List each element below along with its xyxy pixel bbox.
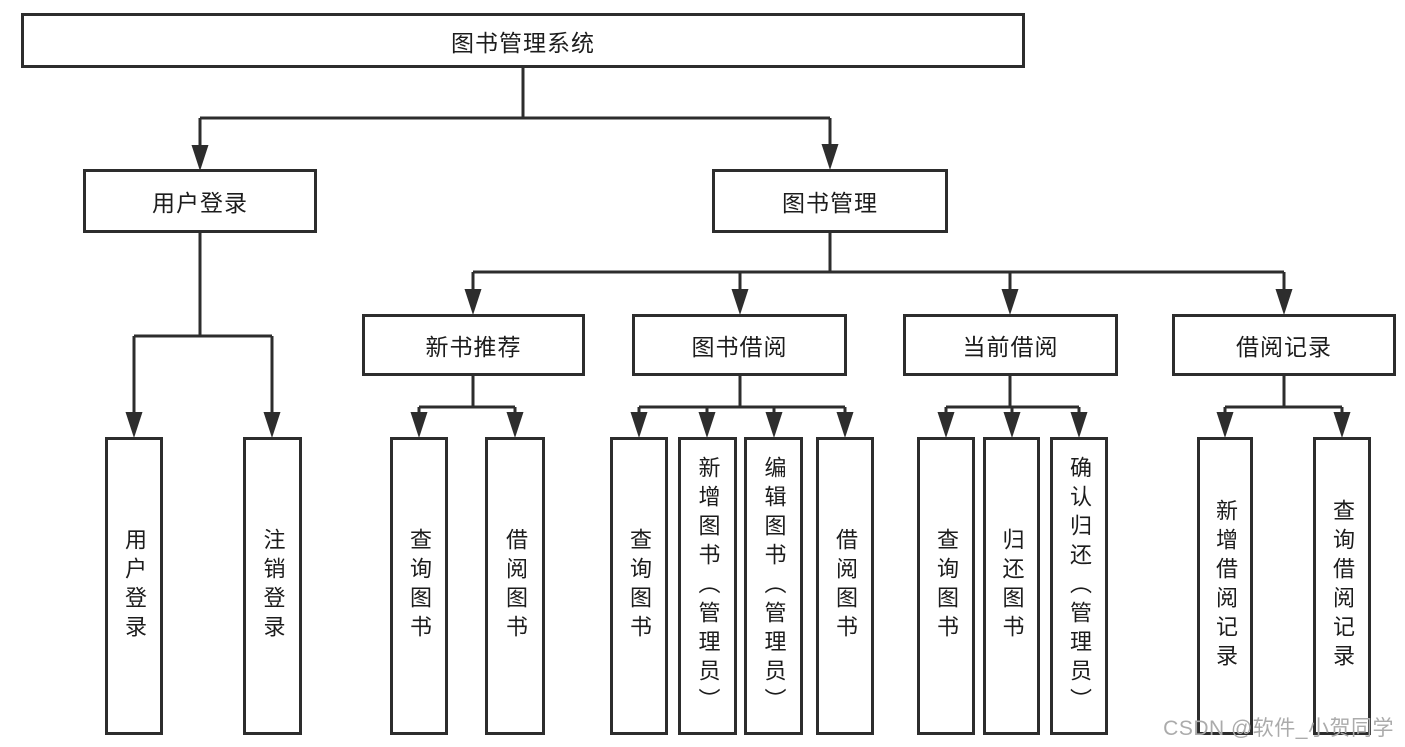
node-leaf-logout-label: 注销登录 (260, 528, 286, 644)
node-leaf-query-books-recommend-label: 查询图书 (407, 528, 432, 644)
node-leaf-borrow-books-borrowing-label: 借阅图书 (833, 528, 858, 644)
arrow-icon (410, 412, 428, 438)
node-borrowing-records: 借阅记录 (1172, 314, 1396, 376)
connector-book-mgmt-to-level3 (471, 233, 1286, 292)
node-book-management-label: 图书管理 (782, 190, 878, 216)
node-leaf-return-books: 归还图书 (983, 437, 1040, 735)
node-leaf-borrow-books-recommend: 借阅图书 (485, 437, 545, 735)
node-root: 图书管理系统 (21, 13, 1025, 68)
connector-current-borrow-to-leaves (944, 376, 1081, 414)
node-leaf-query-books-current-label: 查询图书 (934, 528, 959, 644)
node-new-book-recommend: 新书推荐 (362, 314, 585, 376)
node-leaf-borrow-books-recommend-label: 借阅图书 (503, 528, 528, 644)
node-leaf-logout: 注销登录 (243, 437, 302, 735)
node-leaf-edit-books-admin-label: 编辑图书（管理员） (761, 455, 787, 717)
arrow-icon (125, 412, 143, 438)
arrow-icon (1333, 412, 1351, 438)
connector-new-book-to-leaves (417, 376, 517, 414)
node-leaf-add-borrow-record-label: 新增借阅记录 (1213, 499, 1238, 673)
node-leaf-user-login: 用户登录 (105, 437, 163, 735)
arrow-icon (731, 289, 749, 315)
arrow-icon (836, 412, 854, 438)
arrow-icon (1003, 412, 1021, 438)
node-leaf-confirm-return-admin: 确认归还（管理员） (1050, 437, 1108, 735)
node-root-label: 图书管理系统 (451, 29, 595, 56)
arrowheads (125, 144, 1351, 438)
node-book-borrowing: 图书借阅 (632, 314, 847, 376)
arrow-icon (821, 144, 839, 170)
arrow-icon (1216, 412, 1234, 438)
arrow-icon (506, 412, 524, 438)
node-new-book-recommend-label: 新书推荐 (425, 334, 522, 360)
node-current-borrowing: 当前借阅 (903, 314, 1118, 376)
node-leaf-add-borrow-record: 新增借阅记录 (1197, 437, 1253, 735)
arrow-icon (263, 412, 281, 438)
node-leaf-add-books-admin-label: 新增图书（管理员） (695, 455, 721, 717)
node-leaf-confirm-return-admin-label: 确认归还（管理员） (1067, 455, 1092, 717)
arrow-icon (464, 289, 482, 315)
connector-root-to-level2 (198, 68, 832, 148)
node-leaf-query-books-borrowing: 查询图书 (610, 437, 668, 735)
node-leaf-query-books-recommend: 查询图书 (390, 437, 448, 735)
arrow-icon (1070, 412, 1088, 438)
arrow-icon (1001, 289, 1019, 315)
arrow-icon (698, 412, 716, 438)
connector-book-borrow-to-leaves (637, 376, 847, 414)
arrow-icon (630, 412, 648, 438)
node-leaf-return-books-label: 归还图书 (999, 528, 1025, 644)
node-leaf-borrow-books-borrowing: 借阅图书 (816, 437, 874, 735)
csdn-watermark: CSDN @软件_小贺同学 (1163, 717, 1394, 740)
node-leaf-query-books-current: 查询图书 (917, 437, 975, 735)
node-user-login: 用户登录 (83, 169, 317, 233)
node-leaf-user-login-label: 用户登录 (122, 528, 147, 644)
node-leaf-query-borrow-record-label: 查询借阅记录 (1330, 499, 1355, 673)
node-book-borrowing-label: 图书借阅 (691, 334, 788, 360)
arrow-icon (1275, 289, 1293, 315)
connector-user-login-to-leaves (132, 233, 274, 414)
node-leaf-query-borrow-record: 查询借阅记录 (1313, 437, 1371, 735)
node-leaf-query-books-borrowing-label: 查询图书 (627, 528, 652, 644)
connector-borrow-records-to-leaves (1223, 376, 1344, 414)
node-current-borrowing-label: 当前借阅 (962, 334, 1059, 360)
node-book-management: 图书管理 (712, 169, 948, 233)
node-leaf-edit-books-admin: 编辑图书（管理员） (744, 437, 803, 735)
node-borrowing-records-label: 借阅记录 (1236, 334, 1332, 360)
arrow-icon (191, 145, 209, 171)
node-user-login-label: 用户登录 (152, 190, 248, 216)
node-leaf-add-books-admin: 新增图书（管理员） (678, 437, 737, 735)
arrow-icon (765, 412, 783, 438)
arrow-icon (937, 412, 955, 438)
